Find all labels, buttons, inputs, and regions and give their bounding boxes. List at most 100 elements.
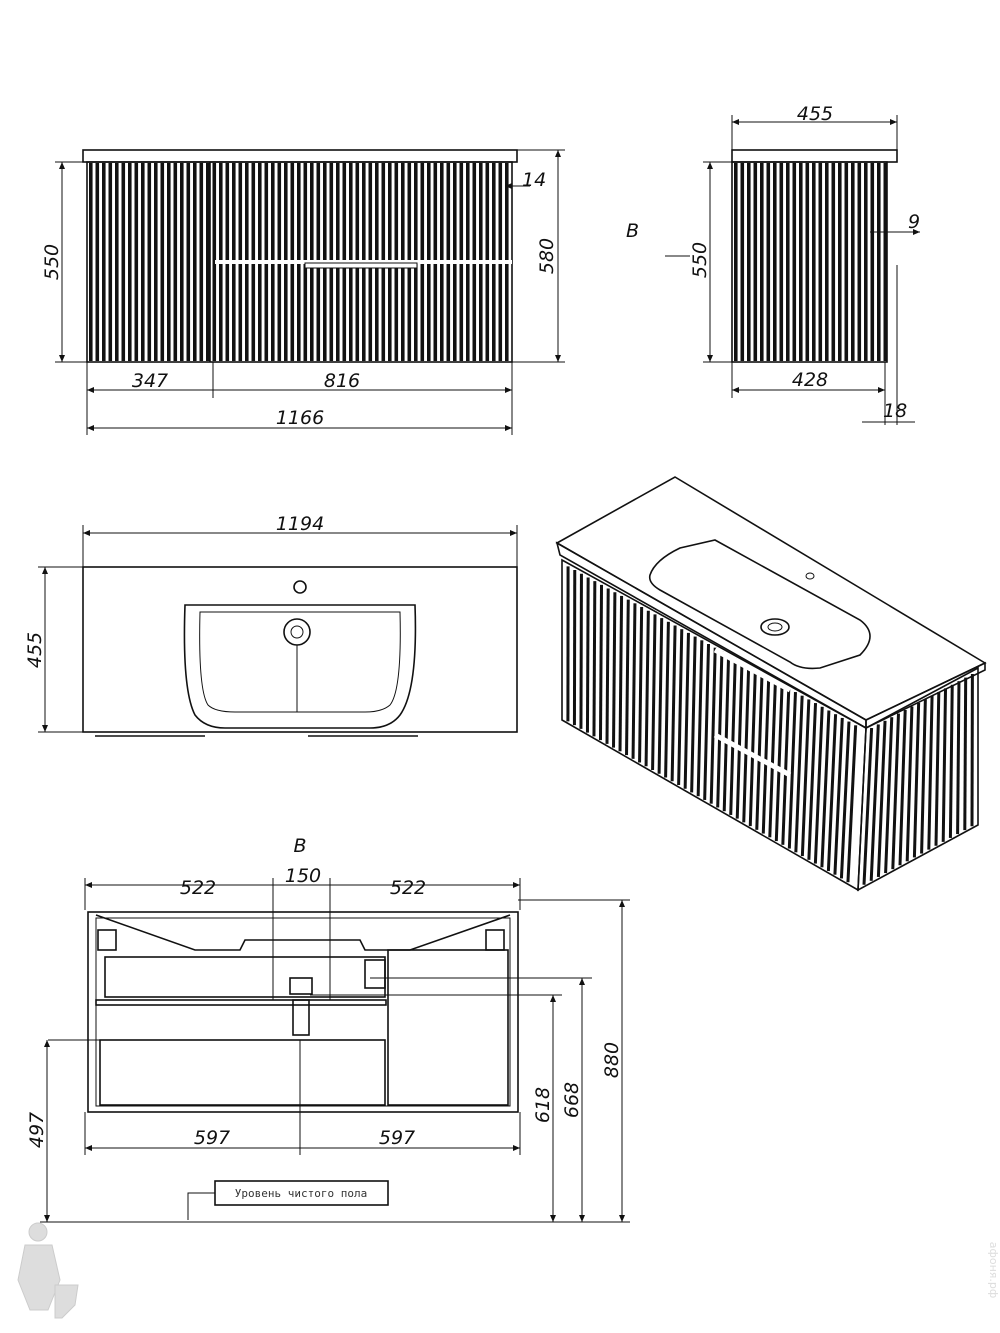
- section-title: B: [293, 835, 306, 857]
- front-view: 550 580 14 347 816 1166: [41, 149, 565, 435]
- flute-stripe: [920, 699, 927, 854]
- drain-icon: [283, 618, 311, 646]
- flute-stripe: [799, 163, 803, 361]
- siphon: [289, 977, 313, 995]
- dim-1194: 1194: [276, 513, 324, 535]
- top-view: 1194 455: [24, 513, 518, 737]
- flute-stripe: [631, 603, 637, 759]
- flute-stripe: [857, 163, 862, 361]
- dim-522-right: 522: [390, 877, 426, 899]
- side-view: B 455 550 9 428 18: [626, 103, 920, 425]
- flute-stripe: [147, 163, 152, 361]
- flute-stripe: [696, 640, 704, 797]
- flute-stripe: [826, 714, 838, 872]
- flute-stripe: [625, 599, 630, 756]
- flute-stripe: [644, 610, 650, 767]
- isometric-view: [555, 476, 987, 892]
- flute-stripe: [121, 163, 126, 361]
- flute-stripe: [651, 614, 657, 771]
- flute-stripe: [898, 709, 907, 866]
- flute-stripe: [844, 163, 849, 361]
- flute-stripe: [787, 691, 797, 849]
- flute-stripe: [774, 684, 784, 842]
- flute-stripe: [766, 163, 771, 361]
- flute-stripe: [813, 706, 824, 864]
- flute-stripe: [206, 163, 210, 361]
- flute-stripe: [167, 163, 171, 361]
- flute-stripe: [212, 163, 217, 361]
- flute-stripe: [792, 163, 797, 361]
- dim-455-top: 455: [24, 632, 46, 668]
- flute-stripe: [134, 163, 139, 361]
- flute-stripe: [934, 691, 941, 846]
- floor-label-box: [214, 1180, 389, 1206]
- countertop: [82, 149, 518, 163]
- flute-stripe: [722, 655, 731, 812]
- view-marker-b: B: [626, 220, 639, 242]
- flute-stripe: [779, 163, 784, 361]
- flute-stripe: [703, 643, 711, 800]
- flute-stripe: [773, 163, 777, 361]
- flute-stripe: [851, 163, 855, 361]
- dim-497: 497: [26, 1112, 48, 1148]
- flute-stripe: [612, 592, 617, 748]
- flute-stripe: [846, 725, 858, 883]
- flute-stripe: [618, 595, 624, 752]
- flute-stripe: [734, 163, 738, 361]
- flute-stripe: [657, 618, 664, 774]
- flute-stripe: [605, 588, 610, 744]
- drawer-handle: [304, 262, 418, 269]
- flute-stripe: [154, 163, 158, 361]
- flute-stripe: [592, 581, 597, 737]
- flute-stripe: [683, 632, 690, 789]
- dim-455: 455: [797, 103, 833, 125]
- flute-stripe: [115, 163, 119, 361]
- flute-stripe: [818, 163, 823, 361]
- flute-stripe: [740, 163, 745, 361]
- flute-stripe: [876, 720, 887, 878]
- flute-stripe: [760, 163, 764, 361]
- flute-stripe: [670, 625, 677, 782]
- flute-stripe: [598, 584, 604, 741]
- dim-880: 880: [601, 1042, 623, 1078]
- dim-18: 18: [883, 400, 907, 422]
- flute-stripe: [794, 695, 804, 853]
- floor-label: Уровень чистого пола: [235, 1187, 367, 1200]
- flute-stripe: [108, 163, 113, 361]
- dim-9: 9: [908, 211, 920, 233]
- flute-stripe: [690, 636, 697, 793]
- fluted-side: [734, 163, 888, 361]
- flute-stripe: [638, 606, 644, 763]
- flute-stripe: [805, 163, 810, 361]
- flute-stripe: [831, 163, 836, 361]
- flute-stripe: [585, 577, 590, 733]
- dim-1166: 1166: [276, 407, 324, 429]
- flute-stripe: [747, 163, 751, 361]
- flute-stripe: [963, 677, 968, 831]
- flute-stripe: [927, 695, 934, 850]
- flute-stripe: [820, 710, 831, 868]
- flute-stripe: [141, 163, 145, 361]
- flute-stripe: [768, 680, 777, 838]
- flute-stripe: [677, 629, 684, 786]
- dim-816: 816: [324, 370, 360, 392]
- flute-stripe: [664, 621, 670, 778]
- flute-stripe: [956, 681, 961, 835]
- dim-597-left: 597: [194, 1127, 230, 1149]
- flute-stripe: [186, 163, 191, 361]
- fluted-facade-iso: [566, 566, 974, 885]
- faucet-hole: [293, 580, 307, 594]
- flute-stripe: [735, 662, 744, 819]
- flute-stripe: [755, 673, 764, 830]
- flute-stripe: [883, 163, 888, 361]
- plumber-logo: [17, 1222, 79, 1319]
- dim-14: 14: [522, 169, 546, 191]
- flute-stripe: [800, 699, 811, 857]
- dim-428: 428: [792, 369, 828, 391]
- dim-550-side: 550: [689, 242, 711, 278]
- flute-stripe: [891, 713, 900, 870]
- flute-stripe: [729, 658, 737, 815]
- dim-580: 580: [536, 238, 558, 274]
- flute-stripe: [786, 163, 790, 361]
- flute-stripe: [864, 163, 868, 361]
